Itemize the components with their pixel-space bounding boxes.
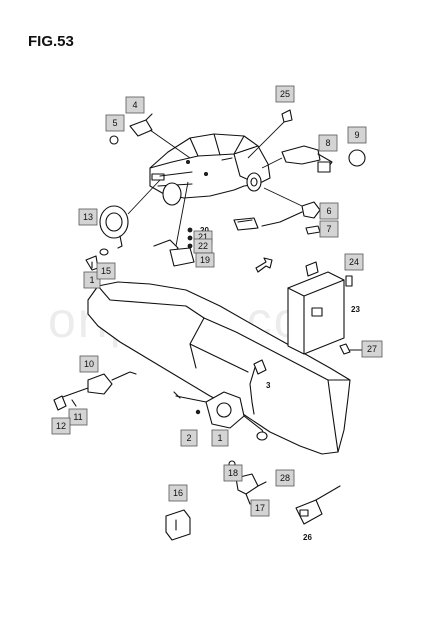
svg-text:19: 19 bbox=[200, 255, 210, 265]
svg-text:1: 1 bbox=[89, 275, 94, 285]
callout-1-upper: 1 bbox=[83, 271, 101, 289]
svg-text:3: 3 bbox=[266, 381, 271, 390]
svg-text:16: 16 bbox=[173, 488, 183, 498]
sensor-part bbox=[109, 113, 191, 159]
svg-text:13: 13 bbox=[83, 212, 93, 222]
switch-8-part bbox=[261, 145, 333, 173]
svg-text:12: 12 bbox=[56, 421, 66, 431]
callout-20: 20 bbox=[200, 226, 209, 235]
horn-part bbox=[99, 179, 161, 249]
callout-7: 7 bbox=[319, 220, 339, 238]
combination-switch-part bbox=[173, 391, 268, 441]
stalk-3-part bbox=[249, 359, 267, 415]
svg-text:5: 5 bbox=[112, 118, 117, 128]
svg-text:9: 9 bbox=[354, 130, 359, 140]
dashboard-illustration bbox=[87, 281, 351, 455]
cap-9-part bbox=[348, 149, 366, 167]
svg-text:2: 2 bbox=[186, 433, 191, 443]
switch-26-part bbox=[295, 485, 341, 525]
svg-text:7: 7 bbox=[326, 224, 331, 234]
svg-text:20: 20 bbox=[200, 226, 209, 235]
callout-12: 12 bbox=[51, 417, 71, 435]
callout-10: 10 bbox=[79, 355, 99, 373]
callout-3: 3 bbox=[266, 381, 271, 390]
svg-text:17: 17 bbox=[255, 503, 265, 513]
callout-16: 16 bbox=[168, 484, 188, 502]
svg-text:26: 26 bbox=[303, 533, 312, 542]
figure-title: FIG.53 bbox=[28, 33, 74, 50]
relay-cluster-part bbox=[153, 181, 195, 267]
callout-8: 8 bbox=[318, 134, 338, 152]
svg-text:15: 15 bbox=[101, 266, 111, 276]
callout-6: 6 bbox=[319, 202, 339, 220]
svg-text:1: 1 bbox=[217, 433, 222, 443]
callout-11: 11 bbox=[68, 408, 88, 426]
callout-4: 4 bbox=[125, 96, 145, 114]
callout-1-lower: 1 bbox=[211, 429, 229, 447]
callout-17: 17 bbox=[250, 499, 270, 517]
pin-27-part bbox=[339, 343, 363, 355]
svg-text:4: 4 bbox=[132, 100, 137, 110]
callout-23: 23 bbox=[351, 305, 360, 314]
callout-28: 28 bbox=[275, 469, 295, 487]
svg-text:10: 10 bbox=[84, 359, 94, 369]
svg-text:24: 24 bbox=[349, 257, 359, 267]
svg-text:23: 23 bbox=[351, 305, 360, 314]
callout-18: 18 bbox=[223, 464, 243, 482]
direction-arrow bbox=[255, 257, 273, 273]
control-unit-23-part bbox=[287, 261, 345, 355]
callout-19: 19 bbox=[195, 252, 215, 268]
callout-24: 24 bbox=[344, 253, 364, 271]
svg-text:21: 21 bbox=[198, 232, 208, 242]
svg-text:8: 8 bbox=[325, 138, 330, 148]
sensor-6-part bbox=[261, 187, 321, 235]
bracket-16-part bbox=[165, 509, 191, 541]
connector-part bbox=[233, 217, 259, 231]
callout-25: 25 bbox=[275, 85, 295, 103]
callout-5: 5 bbox=[105, 114, 125, 132]
callout-22: 22 bbox=[193, 238, 213, 254]
svg-text:6: 6 bbox=[326, 206, 331, 216]
svg-text:25: 25 bbox=[280, 89, 290, 99]
callout-26: 26 bbox=[303, 533, 312, 542]
callout-9: 9 bbox=[347, 126, 367, 144]
svg-text:28: 28 bbox=[280, 473, 290, 483]
car-illustration bbox=[149, 133, 271, 206]
svg-text:11: 11 bbox=[73, 412, 82, 422]
svg-text:18: 18 bbox=[228, 468, 238, 478]
callout-2: 2 bbox=[180, 429, 198, 447]
callout-15: 15 bbox=[96, 262, 116, 280]
switch-10-part bbox=[53, 371, 137, 411]
screw-24-part bbox=[345, 275, 353, 287]
callout-13: 13 bbox=[78, 208, 98, 226]
svg-text:27: 27 bbox=[367, 344, 377, 354]
svg-text:22: 22 bbox=[198, 241, 208, 251]
callout-27: 27 bbox=[361, 340, 383, 358]
clip-25-part bbox=[247, 109, 293, 159]
